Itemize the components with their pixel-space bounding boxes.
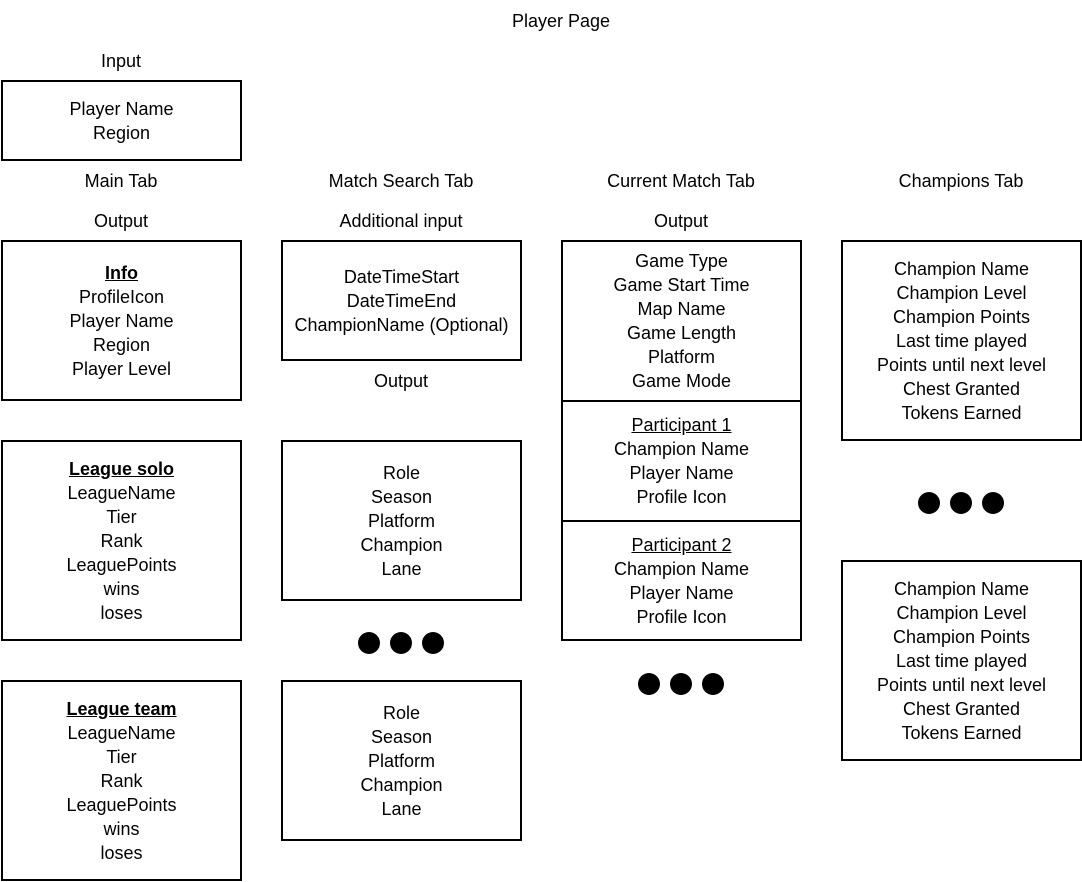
ellipsis-dot bbox=[982, 492, 1004, 514]
champion-item: Champion Points bbox=[892, 626, 1031, 647]
participant-item: Player Name bbox=[629, 582, 734, 603]
additional-input-label: Additional input bbox=[339, 211, 463, 231]
info-item: ProfileIcon bbox=[78, 286, 165, 307]
match-item: Platform bbox=[367, 750, 436, 771]
input-label: Input bbox=[100, 51, 142, 71]
game-item: Game Type bbox=[635, 251, 728, 271]
champion-item: Champion Name bbox=[893, 258, 1030, 279]
main-tab-label: Main Tab bbox=[84, 171, 158, 191]
match-item: Champion bbox=[360, 534, 443, 555]
match-item: Season bbox=[370, 726, 433, 747]
champion-box: Champion Name Champion Level Champion Po… bbox=[841, 560, 1082, 761]
match-item: Platform bbox=[367, 510, 436, 531]
champion-item: Points until next level bbox=[876, 354, 1047, 375]
participant-item: Player Name bbox=[629, 463, 734, 483]
league-team-item: Rank bbox=[100, 770, 143, 791]
champion-item: Champion Name bbox=[893, 578, 1030, 599]
game-item: Game Length bbox=[626, 323, 737, 343]
match-search-input-field: DateTimeEnd bbox=[346, 290, 457, 311]
ellipsis-dot bbox=[950, 492, 972, 514]
champion-item: Tokens Earned bbox=[901, 402, 1022, 423]
match-search-output-label: Output bbox=[373, 371, 429, 391]
league-team-item: LeagueName bbox=[67, 722, 176, 743]
more-champions-ellipsis bbox=[918, 492, 1004, 514]
game-info-box: Game Type Game Start Time Map Name Game … bbox=[561, 240, 802, 402]
participant-box: Participant 1 Champion Name Player Name … bbox=[561, 400, 802, 522]
page-title: Player Page bbox=[511, 11, 611, 31]
match-box: Role Season Platform Champion Lane bbox=[281, 680, 522, 841]
league-team-item: loses bbox=[100, 842, 143, 863]
ellipsis-dot bbox=[358, 632, 380, 654]
ellipsis-dot bbox=[638, 673, 660, 695]
input-field: Region bbox=[92, 122, 151, 143]
match-search-input-field: ChampionName (Optional) bbox=[294, 314, 509, 335]
ellipsis-dot bbox=[918, 492, 940, 514]
champion-item: Chest Granted bbox=[902, 698, 1021, 719]
participant-heading: Participant 1 bbox=[631, 415, 732, 435]
league-solo-heading: League solo bbox=[68, 458, 175, 479]
ellipsis-dot bbox=[670, 673, 692, 695]
champion-item: Last time played bbox=[895, 650, 1028, 671]
more-matches-ellipsis bbox=[358, 632, 444, 654]
league-team-item: LeaguePoints bbox=[66, 794, 177, 815]
ellipsis-dot bbox=[702, 673, 724, 695]
champion-item: Points until next level bbox=[876, 674, 1047, 695]
champion-item: Last time played bbox=[895, 330, 1028, 351]
participant-item: Champion Name bbox=[613, 558, 750, 579]
league-team-heading: League team bbox=[66, 698, 177, 719]
info-item: Player Name bbox=[69, 310, 174, 331]
game-item: Map Name bbox=[637, 299, 726, 319]
champion-item: Champion Points bbox=[892, 306, 1031, 327]
match-search-input-field: DateTimeStart bbox=[343, 266, 460, 287]
league-team-box: League team LeagueName Tier Rank LeagueP… bbox=[1, 680, 242, 881]
info-item: Region bbox=[92, 334, 151, 355]
match-search-tab-label: Match Search Tab bbox=[328, 171, 474, 191]
info-box: Info ProfileIcon Player Name Region Play… bbox=[1, 240, 242, 401]
participant-item: Profile Icon bbox=[636, 487, 727, 507]
league-solo-item: wins bbox=[103, 578, 140, 599]
current-match-tab-label: Current Match Tab bbox=[607, 171, 755, 191]
champion-item: Champion Level bbox=[896, 282, 1027, 303]
league-solo-box: League solo LeagueName Tier Rank LeagueP… bbox=[1, 440, 242, 641]
ellipsis-dot bbox=[390, 632, 412, 654]
input-box: Player Name Region bbox=[1, 80, 242, 161]
match-item: Lane bbox=[381, 558, 422, 579]
league-solo-item: Rank bbox=[100, 530, 143, 551]
match-item: Champion bbox=[360, 774, 443, 795]
match-item: Role bbox=[382, 462, 421, 483]
league-team-item: Tier bbox=[106, 746, 137, 767]
more-participants-ellipsis bbox=[638, 673, 724, 695]
participant-heading: Participant 2 bbox=[631, 534, 732, 555]
current-match-output-label: Output bbox=[653, 211, 709, 231]
league-solo-item: loses bbox=[100, 602, 143, 623]
info-heading: Info bbox=[105, 262, 138, 283]
league-team-item: wins bbox=[103, 818, 140, 839]
match-box: Role Season Platform Champion Lane bbox=[281, 440, 522, 601]
champion-item: Champion Level bbox=[896, 602, 1027, 623]
participant-item: Champion Name bbox=[613, 439, 750, 459]
info-item: Player Level bbox=[71, 358, 172, 379]
match-item: Role bbox=[382, 702, 421, 723]
main-output-label: Output bbox=[93, 211, 149, 231]
participant-item: Profile Icon bbox=[636, 606, 727, 627]
match-item: Lane bbox=[381, 798, 422, 819]
league-solo-item: LeagueName bbox=[67, 482, 176, 503]
input-field: Player Name bbox=[69, 98, 174, 119]
champion-item: Tokens Earned bbox=[901, 722, 1022, 743]
champions-tab-label: Champions Tab bbox=[898, 171, 1024, 191]
ellipsis-dot bbox=[422, 632, 444, 654]
game-item: Platform bbox=[647, 347, 716, 367]
game-item: Game Start Time bbox=[613, 275, 750, 295]
participant-box: Participant 2 Champion Name Player Name … bbox=[561, 520, 802, 641]
match-search-input-box: DateTimeStart DateTimeEnd ChampionName (… bbox=[281, 240, 522, 361]
champion-box: Champion Name Champion Level Champion Po… bbox=[841, 240, 1082, 441]
match-item: Season bbox=[370, 486, 433, 507]
champion-item: Chest Granted bbox=[902, 378, 1021, 399]
game-item: Game Mode bbox=[631, 371, 732, 391]
league-solo-item: Tier bbox=[106, 506, 137, 527]
league-solo-item: LeaguePoints bbox=[66, 554, 177, 575]
